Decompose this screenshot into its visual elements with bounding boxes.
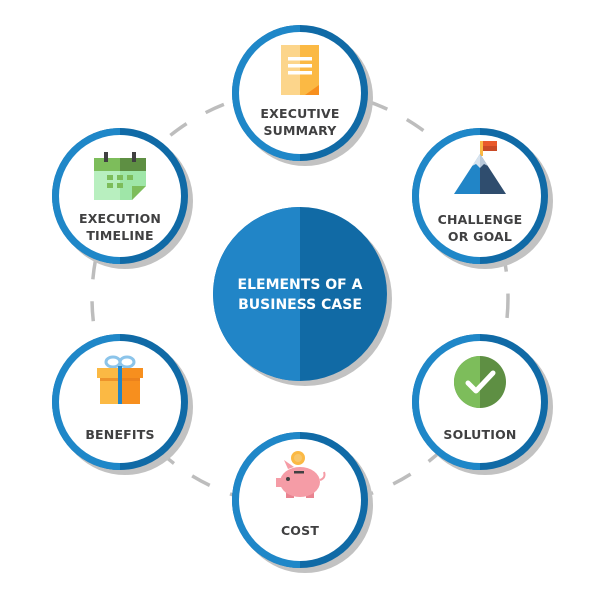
calendar-icon: [94, 152, 146, 200]
node-cost: COST: [232, 432, 373, 573]
node-execution-timeline: EXECUTION TIMELINE: [52, 128, 193, 269]
node-label-line-1: CHALLENGE: [438, 212, 523, 227]
node-benefits: BENEFITS: [52, 334, 193, 475]
gift-icon: [97, 355, 143, 404]
node-label-line-1: EXECUTION: [79, 211, 161, 226]
mountain-flag-icon: [454, 141, 506, 194]
center-title-line-1: ELEMENTS OF A: [238, 277, 363, 293]
node-face: [239, 439, 361, 561]
node-label-line-2: SUMMARY: [263, 123, 337, 138]
checkmark-icon: [454, 356, 506, 408]
center-title-line-2: BUSINESS CASE: [238, 297, 362, 313]
piggy-bank-icon: [276, 451, 326, 498]
center-node: ELEMENTS OF A BUSINESS CASE: [213, 207, 392, 386]
node-label: COST: [281, 523, 319, 538]
document-icon: [281, 45, 319, 95]
node-label-line-2: TIMELINE: [86, 228, 153, 243]
center-circle-light: [213, 207, 300, 381]
node-label-line-2: OR GOAL: [448, 229, 512, 244]
node-solution: SOLUTION: [412, 334, 553, 475]
node-label-line-1: EXECUTIVE: [260, 106, 339, 121]
node-face: [419, 135, 541, 257]
node-challenge-or-goal: CHALLENGE OR GOAL: [412, 128, 553, 269]
node-label: SOLUTION: [443, 427, 516, 442]
node-label: BENEFITS: [85, 427, 154, 442]
node-executive-summary: EXECUTIVE SUMMARY: [232, 25, 373, 166]
